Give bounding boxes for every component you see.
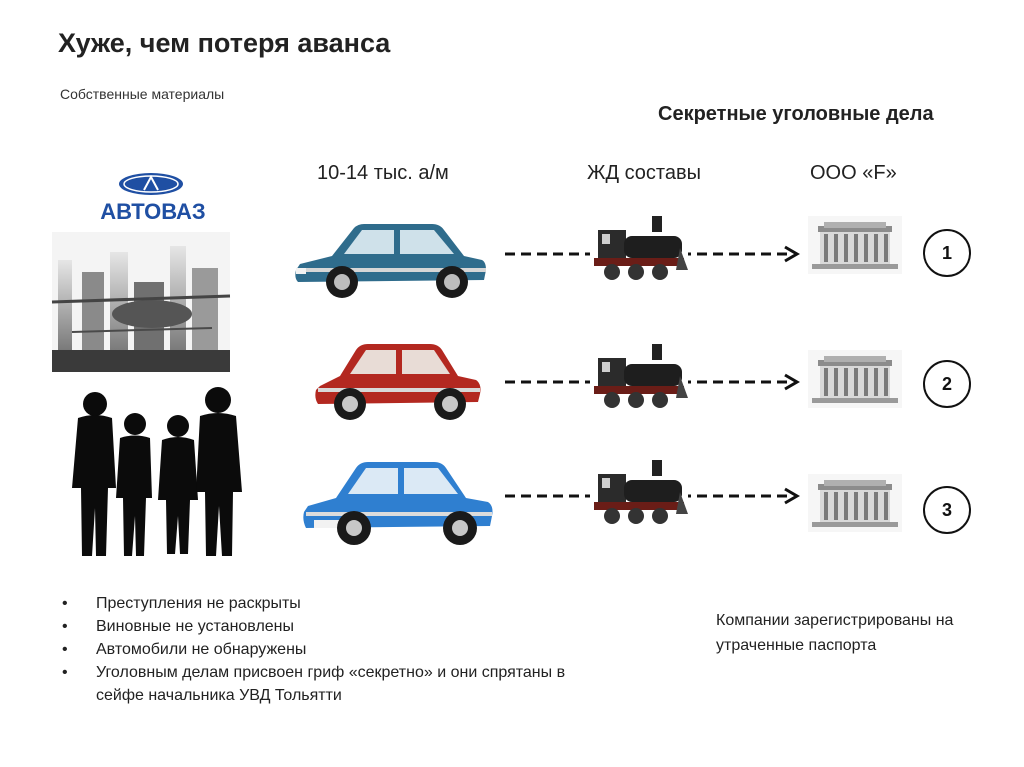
list-item: Уголовным делам присвоен гриф «секретно»… <box>62 661 582 707</box>
train-1-image <box>590 212 688 282</box>
car-2-image <box>315 344 481 420</box>
building-3-image <box>808 474 902 532</box>
building-2-image <box>808 350 902 408</box>
avtovaz-logo: АВТОВАЗ <box>100 173 206 224</box>
train-2-image <box>590 340 688 410</box>
arrow-3 <box>505 487 800 505</box>
findings-list: Преступления не раскрыты Виновные не уст… <box>62 592 582 707</box>
building-1-image <box>808 216 902 274</box>
case-number-3: 3 <box>923 486 971 534</box>
case-number-1: 1 <box>923 229 971 277</box>
car-3-image <box>303 462 493 545</box>
list-item: Виновные не установлены <box>62 615 582 638</box>
case-number-2: 2 <box>923 360 971 408</box>
people-silhouettes <box>72 387 242 556</box>
arrow-2 <box>505 373 800 391</box>
arrow-1 <box>505 245 800 263</box>
cars-column-header: 10-14 тыс. а/м <box>317 162 449 184</box>
list-item: Преступления не раскрыты <box>62 592 582 615</box>
trains-column-header: ЖД составы <box>587 162 701 184</box>
slide-subtitle: Собственные материалы <box>60 86 225 102</box>
list-item: Автомобили не обнаружены <box>62 638 582 661</box>
logo-text: АВТОВАЗ <box>100 199 205 224</box>
train-3-image <box>590 456 688 526</box>
factory-image <box>51 232 231 372</box>
company-column-header: ООО «F» <box>810 162 897 184</box>
car-1-image <box>295 224 486 298</box>
secret-cases-heading: Секретные уголовные дела <box>658 103 934 125</box>
slide-title: Хуже, чем потеря аванса <box>58 28 391 58</box>
logo-emblem <box>119 173 183 195</box>
companies-note: Компании зарегистрированы на утраченные … <box>716 612 954 654</box>
